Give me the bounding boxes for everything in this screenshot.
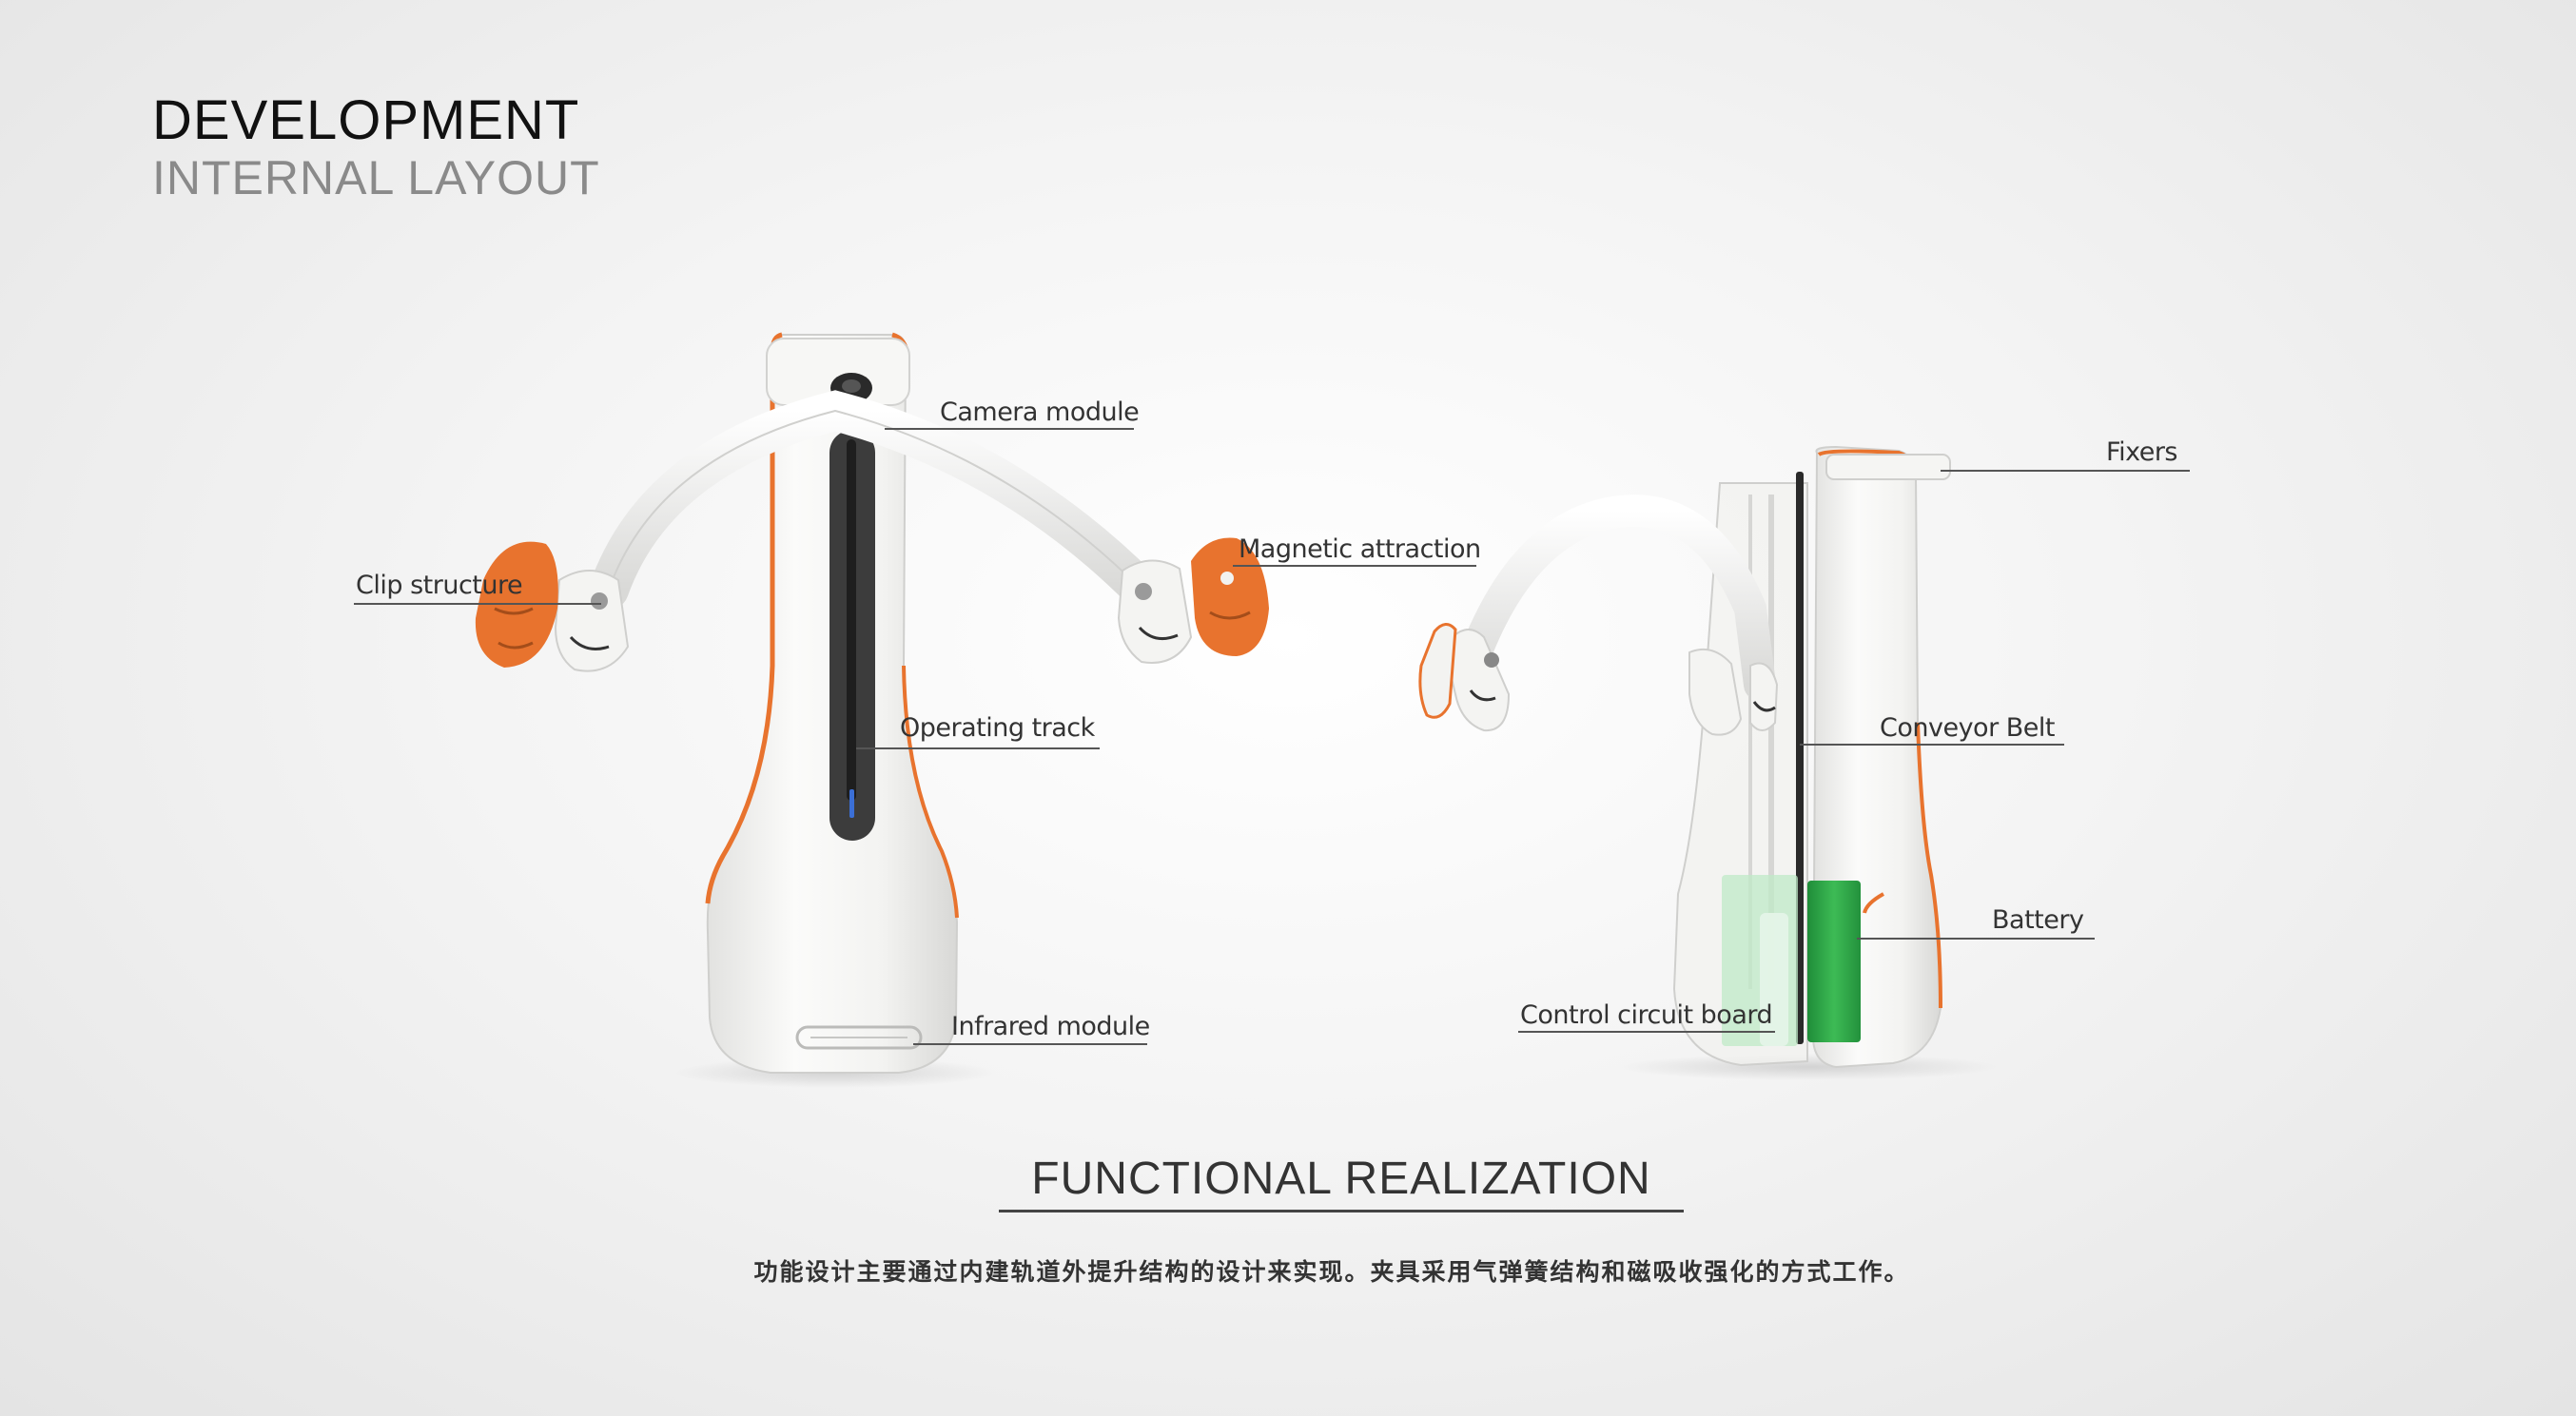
section-divider (999, 1210, 1684, 1212)
page-title: DEVELOPMENT (152, 89, 580, 151)
leader-control-circuit-board (1518, 1031, 1775, 1033)
callout-fixers: Fixers (2106, 437, 2178, 467)
leader-operating-track (856, 747, 1100, 749)
callout-infrared-module: Infrared module (951, 1012, 1150, 1041)
section-description: 功能设计主要通过内建轨道外提升结构的设计来实现。夹具采用气弹簧结构和磁吸收强化的… (753, 1258, 1910, 1286)
callout-clip-structure: Clip structure (356, 571, 523, 600)
callout-magnetic-attraction: Magnetic attraction (1239, 534, 1481, 564)
leader-infrared-module (913, 1043, 1147, 1045)
callout-conveyor-belt: Conveyor Belt (1880, 713, 2055, 743)
page-heading: DEVELOPMENT INTERNAL LAYOUT (152, 91, 600, 205)
front-view-device (475, 332, 1269, 1088)
callout-operating-track: Operating track (900, 713, 1095, 743)
page-subtitle: INTERNAL LAYOUT (152, 151, 600, 204)
leader-camera-module (885, 428, 1134, 430)
section-title: FUNCTIONAL REALIZATION (1031, 1154, 1651, 1204)
leader-magnetic-attraction (1233, 565, 1476, 567)
leader-battery (1857, 938, 2095, 940)
callout-battery: Battery (1992, 905, 2084, 935)
leader-conveyor-belt (1800, 744, 2064, 746)
leader-fixers (1941, 470, 2190, 472)
leader-clip-structure (354, 603, 601, 605)
callout-camera-module: Camera module (940, 398, 1140, 427)
callout-control-circuit-board: Control circuit board (1520, 1000, 1773, 1030)
side-view-device (1418, 445, 1998, 1080)
